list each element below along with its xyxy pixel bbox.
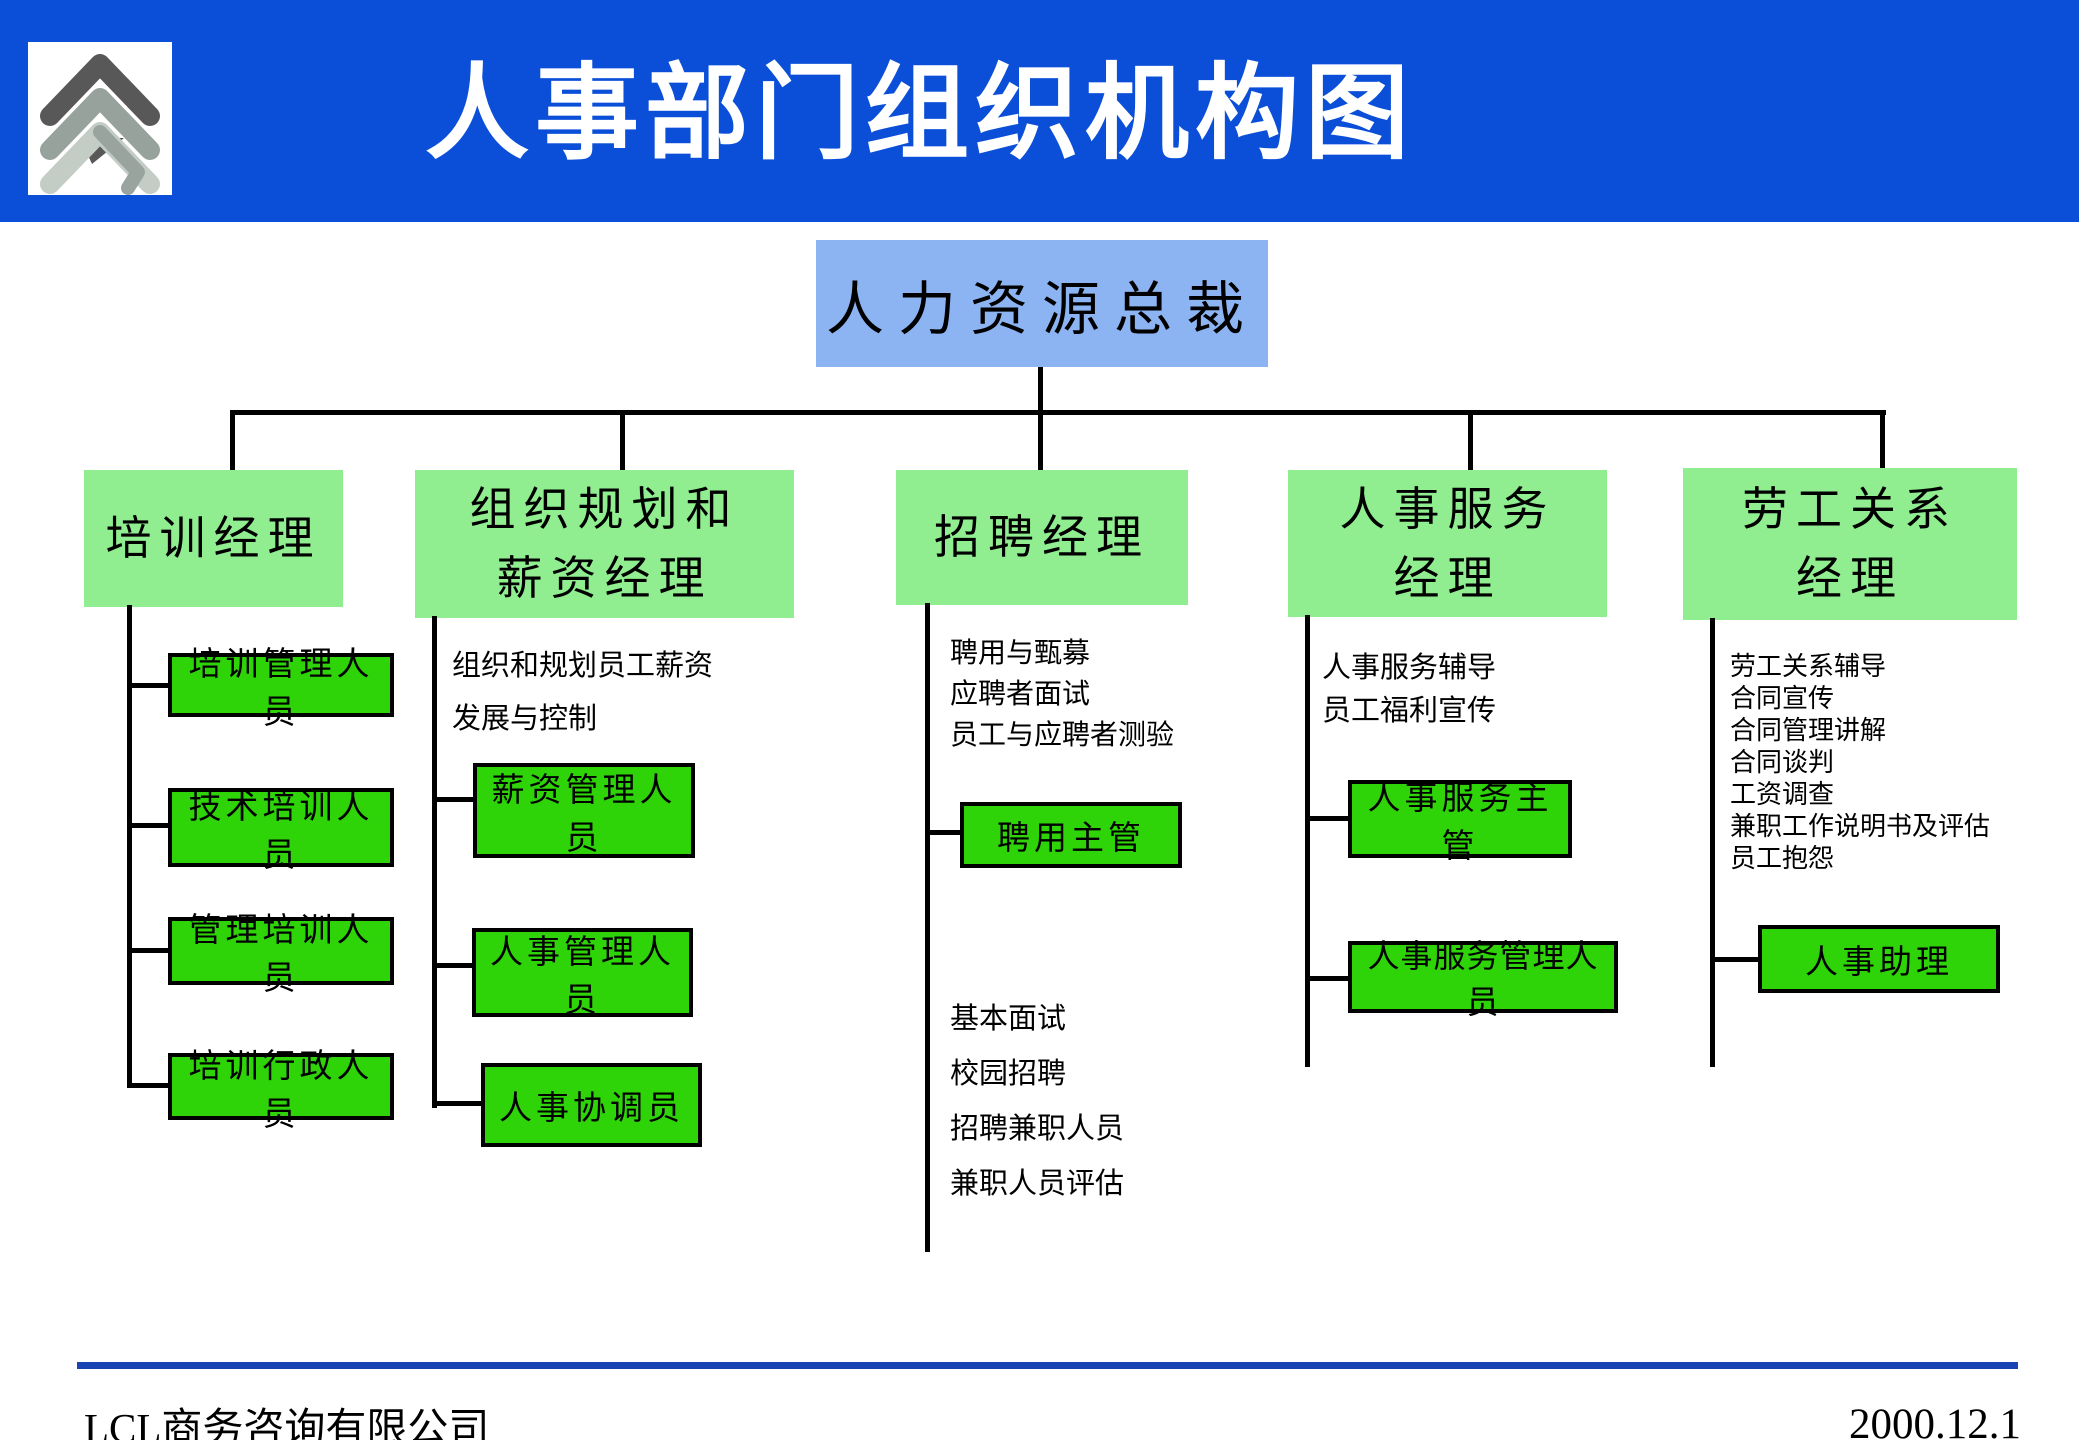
- note-line: 工资调查: [1730, 780, 1835, 809]
- note-line: 合同管理讲解: [1730, 716, 1887, 745]
- org-box-hiring-supervisor: 聘用主管: [960, 802, 1182, 868]
- org-box-hr-service-admin-staff: 人事服务管理人员: [1348, 938, 1618, 1020]
- org-box-technical-trainers: 技术培训人员: [168, 788, 394, 874]
- connector-drop-training: [230, 410, 235, 472]
- org-box-hr-president: 人力资源总裁: [816, 240, 1268, 367]
- note-line: 人事服务辅导: [1322, 652, 1497, 684]
- org-comp-notes: 组织和规划员工薪资 发展与控制: [452, 640, 713, 746]
- connector-stub: [925, 830, 964, 835]
- connector-trunk-hr-service: [1305, 615, 1310, 1067]
- connector-stub: [1710, 957, 1762, 962]
- title-bar: 人事部门组织机构图: [0, 0, 2079, 222]
- note-line: 基本面试: [950, 1003, 1067, 1035]
- footer-company-name: LCL商务咨询有限公司: [84, 1405, 490, 1440]
- footer-divider: [77, 1362, 2018, 1369]
- org-box-labor-relations-manager: 劳工关系 经理: [1683, 468, 2017, 620]
- org-box-training-admin-staff-1: 培训管理人员: [168, 647, 394, 731]
- slide-title: 人事部门组织机构图: [424, 57, 1415, 172]
- connector-drop-hr-service: [1468, 410, 1473, 472]
- note-line: 招聘兼职人员: [950, 1113, 1125, 1145]
- note-line: 应聘者面试: [950, 679, 1091, 710]
- note-line: 发展与控制: [452, 703, 598, 735]
- manager-label-line1: 组织规划和: [469, 484, 740, 535]
- org-box-personnel-coordinator: 人事协调员: [481, 1063, 702, 1147]
- manager-label: 培训经理: [105, 513, 322, 564]
- org-box-recruiting-manager: 招聘经理: [896, 470, 1188, 605]
- connector-trunk-recruiting: [925, 603, 930, 1252]
- note-line: 组织和规划员工薪资: [452, 650, 714, 682]
- connector-trunk-org-comp: [432, 616, 437, 1108]
- connector-trunk-labor: [1710, 618, 1715, 1067]
- manager-label-line1: 人事服务: [1339, 483, 1556, 535]
- company-logo: [28, 42, 172, 195]
- connector-stub: [127, 1083, 172, 1088]
- labor-relations-notes: 劳工关系辅导 合同宣传 合同管理讲解 合同谈判 工资调查 兼职工作说明书及评估 …: [1730, 651, 1990, 875]
- connector-drop-recruiting: [1038, 410, 1043, 472]
- note-line: 员工抱怨: [1730, 844, 1835, 873]
- recruiting-notes-top: 聘用与甄募 应聘者面试 员工与应聘者测验: [950, 633, 1174, 756]
- connector-stub: [432, 797, 477, 802]
- note-line: 兼职工作说明书及评估: [1730, 812, 1991, 841]
- note-line: 合同谈判: [1730, 748, 1835, 777]
- org-box-management-trainers: 管理培训人员: [168, 913, 394, 997]
- note-line: 员工与应聘者测验: [950, 720, 1175, 751]
- connector-stub: [1305, 976, 1352, 981]
- note-line: 校园招聘: [950, 1058, 1067, 1090]
- org-box-hr-service-manager: 人事服务 经理: [1288, 470, 1607, 617]
- connector-trunk-training: [127, 605, 132, 1088]
- connector-stub: [127, 683, 172, 688]
- manager-label-line2: 经理: [1393, 552, 1502, 604]
- manager-label-line2: 经理: [1796, 553, 1904, 604]
- note-line: 合同宣传: [1730, 684, 1835, 713]
- connector-main-horizontal: [230, 410, 1886, 415]
- triple-chevron-logo-icon: [40, 54, 160, 195]
- footer-date: 2000.12.1: [1849, 1401, 2021, 1440]
- hr-service-notes: 人事服务辅导 员工福利宣传: [1322, 647, 1496, 733]
- manager-label: 招聘经理: [934, 512, 1150, 563]
- org-box-compensation-staff: 薪资管理人员: [473, 763, 695, 858]
- connector-stub: [432, 1101, 485, 1106]
- connector-stub: [127, 823, 172, 828]
- org-box-personnel-admin-staff: 人事管理人员: [472, 928, 693, 1019]
- connector-stub: [1305, 816, 1352, 821]
- note-line: 员工福利宣传: [1322, 695, 1497, 727]
- manager-label-line1: 劳工关系: [1742, 484, 1958, 535]
- note-line: 劳工关系辅导: [1730, 652, 1887, 681]
- connector-drop-org-comp: [620, 410, 625, 472]
- connector-stub: [432, 963, 476, 968]
- org-box-training-clerical-staff: 培训行政人员: [168, 1049, 394, 1133]
- recruiting-notes-bottom: 基本面试 校园招聘 招聘兼职人员 兼职人员评估: [950, 992, 1124, 1212]
- note-line: 聘用与甄募: [950, 638, 1091, 669]
- note-line: 兼职人员评估: [950, 1168, 1125, 1200]
- connector-root-vertical: [1038, 367, 1043, 414]
- org-box-training-manager: 培训经理: [84, 470, 343, 607]
- org-box-hr-service-supervisor: 人事服务主管: [1348, 780, 1572, 865]
- manager-label-line2: 薪资经理: [496, 553, 713, 604]
- connector-stub: [127, 948, 172, 953]
- connector-drop-labor: [1880, 410, 1885, 470]
- org-box-org-planning-comp-manager: 组织规划和 薪资经理: [415, 470, 794, 618]
- org-box-personnel-assistant: 人事助理: [1758, 925, 2000, 993]
